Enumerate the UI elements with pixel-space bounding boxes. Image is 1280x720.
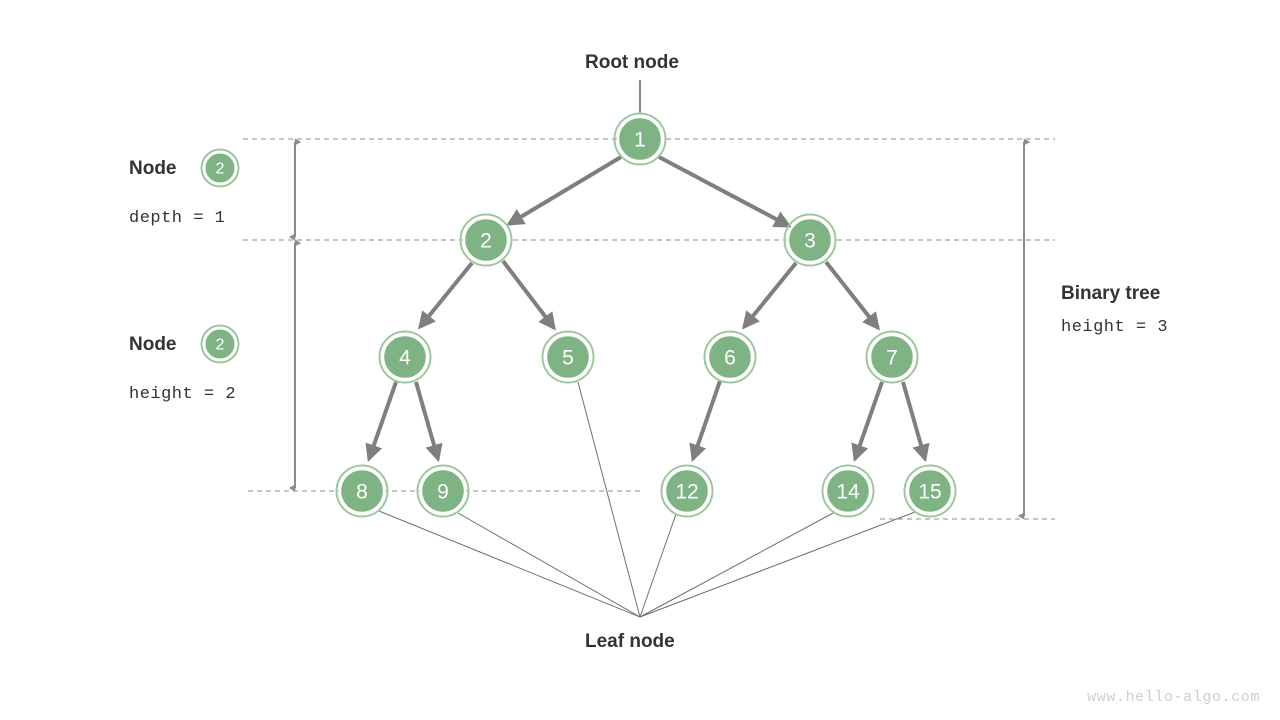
node-height-annotation-heading: Node <box>129 334 177 355</box>
tree-node-14-label: 14 <box>836 481 860 504</box>
node-height-annotation-badge-label: 2 <box>216 337 225 354</box>
tree-node-6[interactable]: 6 <box>703 330 757 384</box>
node-height-annotation-code: height = 2 <box>129 385 237 404</box>
tree-nodes: 1 2 3 4 5 <box>335 112 957 518</box>
tree-node-9-label: 9 <box>437 481 449 504</box>
tree-node-12[interactable]: 12 <box>660 464 714 518</box>
root-node-label: Root node <box>585 52 679 73</box>
tree-node-5[interactable]: 5 <box>541 330 595 384</box>
tree-height-annotation-code: height = 3 <box>1061 318 1169 337</box>
tree-node-3-label: 3 <box>804 230 816 253</box>
node-depth-annotation-badge-label: 2 <box>216 161 225 178</box>
edge-n4-n9 <box>414 381 443 463</box>
edge-n6-n12 <box>689 380 722 463</box>
edge-n1-n2 <box>506 155 623 226</box>
tree-node-8-label: 8 <box>356 481 368 504</box>
leaf-node-label: Leaf node <box>585 631 675 652</box>
edge-n7-n14 <box>851 381 884 463</box>
leaf-pointer-lines <box>378 381 916 618</box>
edge-n2-n5 <box>501 259 556 331</box>
edge-n3-n6 <box>741 261 798 330</box>
leaf-pointer-n12 <box>639 513 677 618</box>
tree-node-7[interactable]: 7 <box>865 330 919 384</box>
tree-node-5-label: 5 <box>562 347 574 370</box>
tree-node-15-label: 15 <box>918 481 941 504</box>
tree-node-14[interactable]: 14 <box>821 464 875 518</box>
tree-node-4-label: 4 <box>399 347 411 370</box>
watermark: www.hello-algo.com <box>1087 689 1260 706</box>
tree-node-7-label: 7 <box>886 347 898 370</box>
node-depth-annotation-code: depth = 1 <box>129 209 226 228</box>
leaf-pointer-n15 <box>639 511 916 618</box>
annotation-badges: 2 2 <box>200 148 240 364</box>
edge-n1-n3 <box>658 155 792 228</box>
tree-node-3[interactable]: 3 <box>783 213 837 267</box>
tree-node-9[interactable]: 9 <box>416 464 470 518</box>
tree-node-2-label: 2 <box>480 230 492 253</box>
tree-node-15[interactable]: 15 <box>903 464 957 518</box>
tree-node-4[interactable]: 4 <box>378 330 432 384</box>
level-guide-lines <box>243 138 1055 520</box>
leaf-pointer-n8 <box>378 510 641 618</box>
measure-arrows <box>288 138 1031 520</box>
node-depth-annotation-heading: Node <box>129 158 177 179</box>
leaf-pointer-n14 <box>639 511 836 618</box>
edge-n3-n7 <box>824 260 880 331</box>
tree-height-annotation-heading: Binary tree <box>1061 283 1161 304</box>
tree-node-2[interactable]: 2 <box>459 213 513 267</box>
tree-edges <box>365 155 930 463</box>
leaf-pointer-n5 <box>577 381 641 618</box>
edge-n2-n4 <box>417 261 474 330</box>
tree-node-12-label: 12 <box>675 481 698 504</box>
node-height-annotation-badge: 2 <box>200 324 240 364</box>
tree-node-1[interactable]: 1 <box>613 112 667 166</box>
edge-n7-n15 <box>901 381 930 463</box>
tree-node-8[interactable]: 8 <box>335 464 389 518</box>
tree-node-1-label: 1 <box>634 129 646 152</box>
tree-node-6-label: 6 <box>724 347 736 370</box>
edge-n4-n8 <box>365 381 398 463</box>
node-depth-annotation-badge: 2 <box>200 148 240 188</box>
leaf-pointer-n9 <box>457 512 641 618</box>
